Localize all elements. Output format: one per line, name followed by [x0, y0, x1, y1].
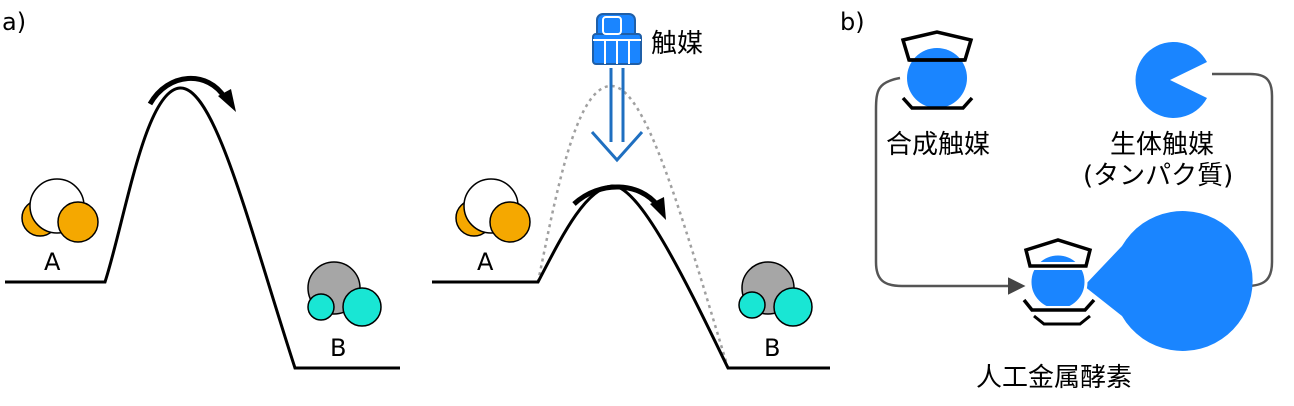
catalyst-label: 触媒 [651, 29, 703, 59]
molecule-b-icon-catalyzed [738, 261, 813, 327]
connector-right [1142, 72, 1274, 295]
molecule-a-icon [21, 178, 99, 243]
artificial-enzyme-label: 人工金属酵素 [976, 363, 1132, 393]
panel-a-label: a) [2, 8, 26, 36]
catalyst-icon [592, 13, 642, 65]
biocatalyst-icon [1135, 42, 1207, 119]
energy-diagram-uncatalyzed [5, 75, 400, 370]
product-b-label-catalyzed: B [764, 334, 780, 362]
artificial-metalloenzyme-icon [1004, 210, 1253, 351]
energy-curve [5, 86, 400, 370]
synthetic-catalyst-icon [900, 30, 974, 110]
down-arrow-icon [590, 68, 644, 163]
reaction-arrow-icon [147, 75, 236, 112]
reaction-arrow-icon-catalyzed [572, 184, 666, 220]
synthetic-catalyst-label: 合成触媒 [886, 130, 990, 160]
energy-diagram-catalyzed [432, 84, 830, 370]
molecule-b-icon [307, 261, 382, 327]
product-b-label: B [330, 334, 346, 362]
reactant-a-label-catalyzed: A [477, 248, 494, 276]
panel-b-label: b) [840, 8, 865, 36]
uncatalyzed-dotted-curve [536, 84, 730, 369]
molecule-a-icon-catalyzed [455, 178, 531, 243]
connector-left [874, 76, 1026, 295]
biocatalyst-sublabel: (タンパク質) [1083, 161, 1233, 191]
biocatalyst-label: 生体触媒 [1110, 130, 1214, 160]
reactant-a-label: A [44, 248, 61, 276]
